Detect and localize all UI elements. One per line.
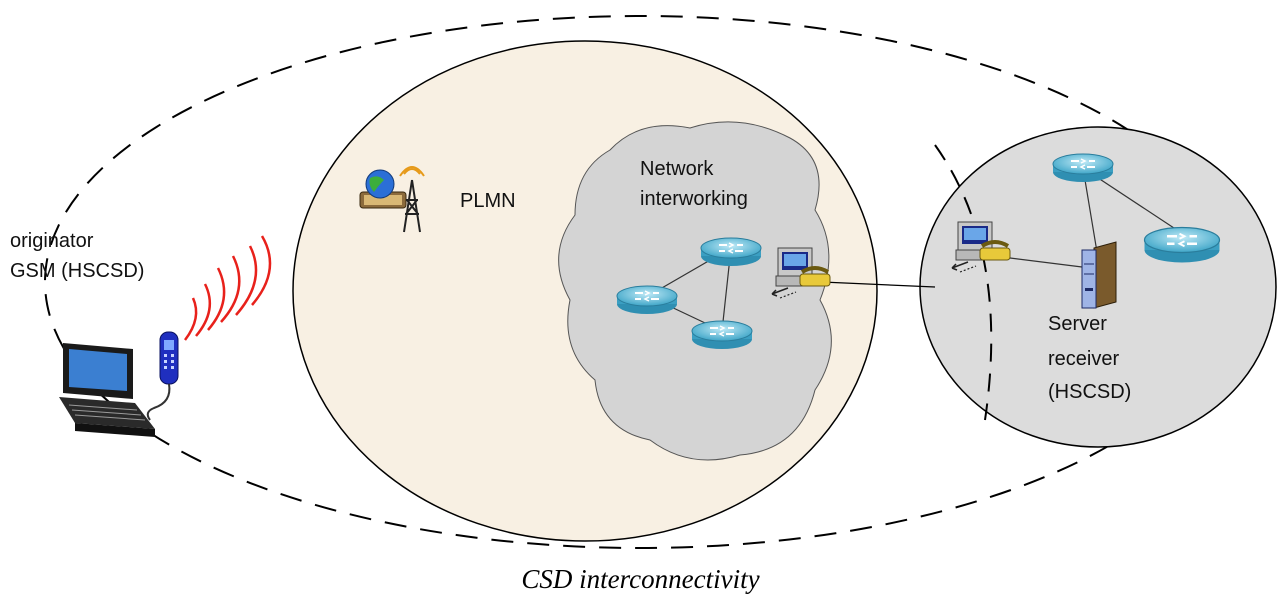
signal-waves-icon xyxy=(184,235,272,341)
network-label: Network xyxy=(640,158,714,180)
router-icon xyxy=(691,320,753,350)
receiver-label: receiver xyxy=(1048,348,1119,370)
plmn-to-receiver-link xyxy=(821,281,936,288)
figure-caption: CSD interconnectivity xyxy=(521,564,760,594)
server-label: Server xyxy=(1048,313,1107,335)
router-icon xyxy=(700,237,762,267)
router-icon xyxy=(1052,153,1114,183)
network-interworking-cloud xyxy=(558,121,832,461)
originator-label: originator xyxy=(10,230,94,252)
router-icon xyxy=(616,285,678,315)
originator-type-label: GSM (HSCSD) xyxy=(10,260,144,282)
interworking-label: interworking xyxy=(640,188,748,210)
laptop-icon xyxy=(59,343,155,437)
globe-antenna-icon xyxy=(359,166,425,233)
inner-dashed-arc xyxy=(934,144,993,421)
plmn-label: PLMN xyxy=(460,190,516,212)
hscsd-label: (HSCSD) xyxy=(1048,381,1131,403)
mobile-phone-icon xyxy=(146,331,179,421)
router-icon xyxy=(1143,226,1221,264)
server-icon xyxy=(1081,241,1117,309)
